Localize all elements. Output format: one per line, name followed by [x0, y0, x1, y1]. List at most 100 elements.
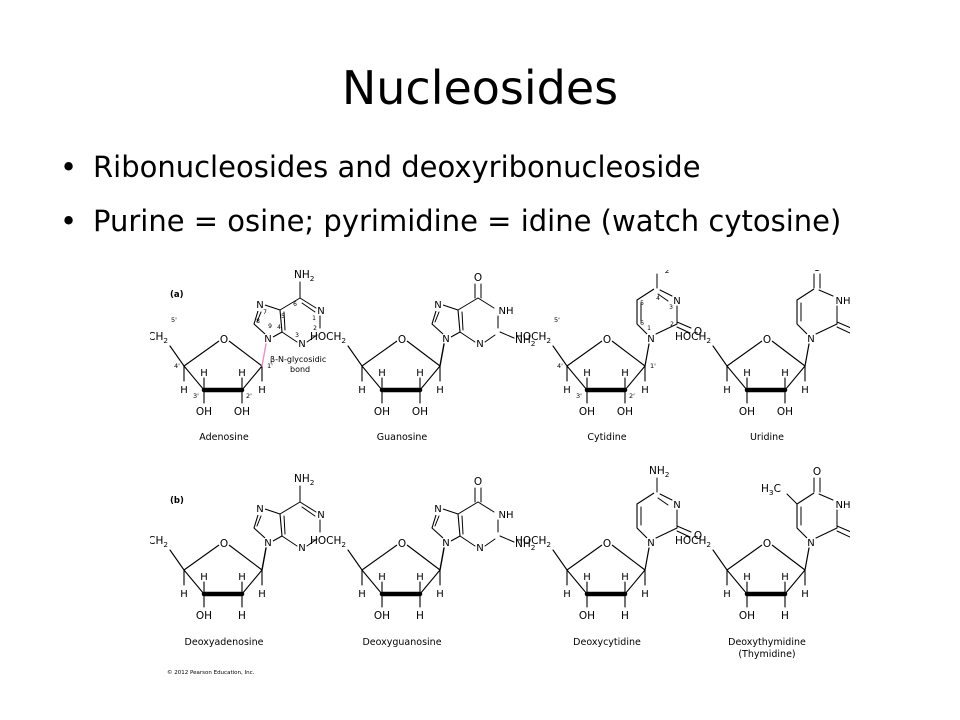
nitrogen-label: N — [264, 538, 271, 549]
bond-line — [659, 289, 673, 297]
bond-line — [676, 525, 692, 533]
bond-line — [347, 549, 363, 571]
hydrogen-label: H — [258, 385, 266, 396]
ring-bond — [406, 544, 441, 571]
bond-line — [279, 297, 301, 311]
ring-bond — [771, 340, 806, 367]
hydrogen-label: H — [200, 368, 208, 379]
ring-oxygen: O — [763, 334, 771, 346]
hydrogen-label: H — [723, 385, 731, 396]
ring-number: 5 — [281, 313, 285, 320]
bond-line — [241, 569, 263, 595]
bond-line — [301, 506, 316, 517]
ring-oxygen: O — [220, 334, 228, 346]
bullet-item: • Purine = osine; pyrimidine = idine (wat… — [60, 194, 841, 248]
nitrogen-label: N — [673, 500, 680, 511]
carbonyl-oxygen: O — [474, 476, 482, 488]
hydrogen-label: H — [583, 368, 591, 379]
nucleoside-name: Guanosine — [377, 432, 428, 443]
nitrogen-label: N — [256, 300, 263, 311]
hydroxyl-label: OH — [196, 610, 212, 622]
hydrogen-label: H — [723, 589, 731, 600]
nitrogen-label: N — [256, 504, 263, 515]
carbon-number: 3' — [576, 392, 582, 400]
bond-line — [459, 535, 476, 547]
ring-number: 6 — [640, 320, 644, 327]
methyl-label: H3C — [761, 483, 781, 497]
carbonyl-oxygen: O — [694, 326, 702, 338]
hydroxyl-label: OH — [739, 610, 755, 622]
nitrogen-label: N — [673, 296, 680, 307]
hydroxyl-label: OH — [374, 406, 390, 418]
bond-line — [283, 515, 286, 535]
ring-bond — [566, 544, 603, 571]
hydroxyl-label: OH — [374, 610, 390, 622]
ring-bond — [726, 340, 763, 367]
carbonyl-oxygen: O — [813, 466, 821, 478]
ring-bond — [611, 544, 646, 571]
ring-bond — [183, 544, 220, 571]
nitrogen-label: N — [476, 543, 483, 554]
bond-line — [676, 326, 691, 334]
ring-bond — [361, 340, 398, 367]
bond-line — [804, 547, 810, 571]
ring-number: 2 — [670, 321, 674, 328]
bond-line — [484, 334, 496, 343]
nucleoside-structures-svg: (a)(b)© 2012 Pearson Education, Inc.OHOC… — [132, 261, 862, 676]
bond-line — [676, 321, 692, 329]
hydrogen-label: H — [621, 572, 629, 583]
carbonyl-oxygen: O — [474, 272, 482, 284]
ring-bond — [228, 544, 263, 571]
ring-number: 9 — [268, 323, 272, 330]
ring-bond — [771, 544, 806, 571]
ring-number: 2 — [313, 325, 317, 332]
bullet-text: Purine = osine; pyrimidine = idine (watc… — [93, 204, 842, 238]
nucleoside-name: Deoxycytidine — [573, 637, 641, 648]
hydrogen-label: H — [563, 385, 571, 396]
bond-line — [457, 501, 479, 515]
bond-line — [256, 515, 262, 527]
hydrogen-label: H — [416, 368, 424, 379]
hydrogen-label: H — [436, 589, 444, 600]
ring-bond — [796, 492, 815, 539]
ring-bond — [726, 544, 763, 571]
hydroxyl-label: OH — [412, 406, 428, 418]
carbon-number: 2' — [629, 392, 635, 400]
nitrogen-label: N — [317, 306, 324, 317]
bullet-dot: • — [60, 204, 78, 238]
bond-line — [261, 547, 267, 571]
nucleoside-name: Deoxythymidine — [728, 637, 806, 648]
ring-bond — [431, 310, 444, 335]
ring-number: 7 — [263, 309, 267, 316]
hydroxyl-label: OH — [234, 406, 250, 418]
hydrogen-label: H — [436, 385, 444, 396]
hoch2-label: HOCH2 — [675, 331, 711, 345]
hydrogen-label: H — [641, 385, 649, 396]
bond-line — [299, 297, 317, 309]
nitrogen-label: N — [298, 543, 305, 554]
bond-line — [624, 365, 646, 391]
bond-line — [299, 501, 317, 513]
nucleoside-name: Deoxyadenosine — [185, 637, 264, 648]
bond-line — [419, 569, 441, 595]
hydrogen-label: H — [743, 368, 751, 379]
nh-label: NH — [499, 306, 514, 317]
hydrogen-label: H — [378, 572, 386, 583]
ring-bond — [183, 340, 220, 367]
carbon-number: 3' — [193, 392, 199, 400]
bond-line — [804, 343, 810, 367]
hydrogen-label: H — [238, 572, 246, 583]
nucleoside-name: (Thymidine) — [738, 649, 795, 660]
ring-number: 5 — [640, 300, 644, 307]
amino-label: NH2 — [294, 473, 314, 487]
hydroxyl-label: OH — [777, 406, 793, 418]
hydrogen-label: H — [378, 368, 386, 379]
bond-line — [283, 311, 286, 331]
nucleoside-name: Cytidine — [587, 432, 626, 443]
nitrogen-label: N — [442, 538, 449, 549]
hydrogen-label: H — [180, 589, 188, 600]
bond-line — [434, 311, 440, 323]
hoch2-label: HOCH2 — [675, 535, 711, 549]
ring-number: 8 — [256, 318, 260, 325]
nucleoside-name: Deoxyguanosine — [362, 637, 441, 648]
